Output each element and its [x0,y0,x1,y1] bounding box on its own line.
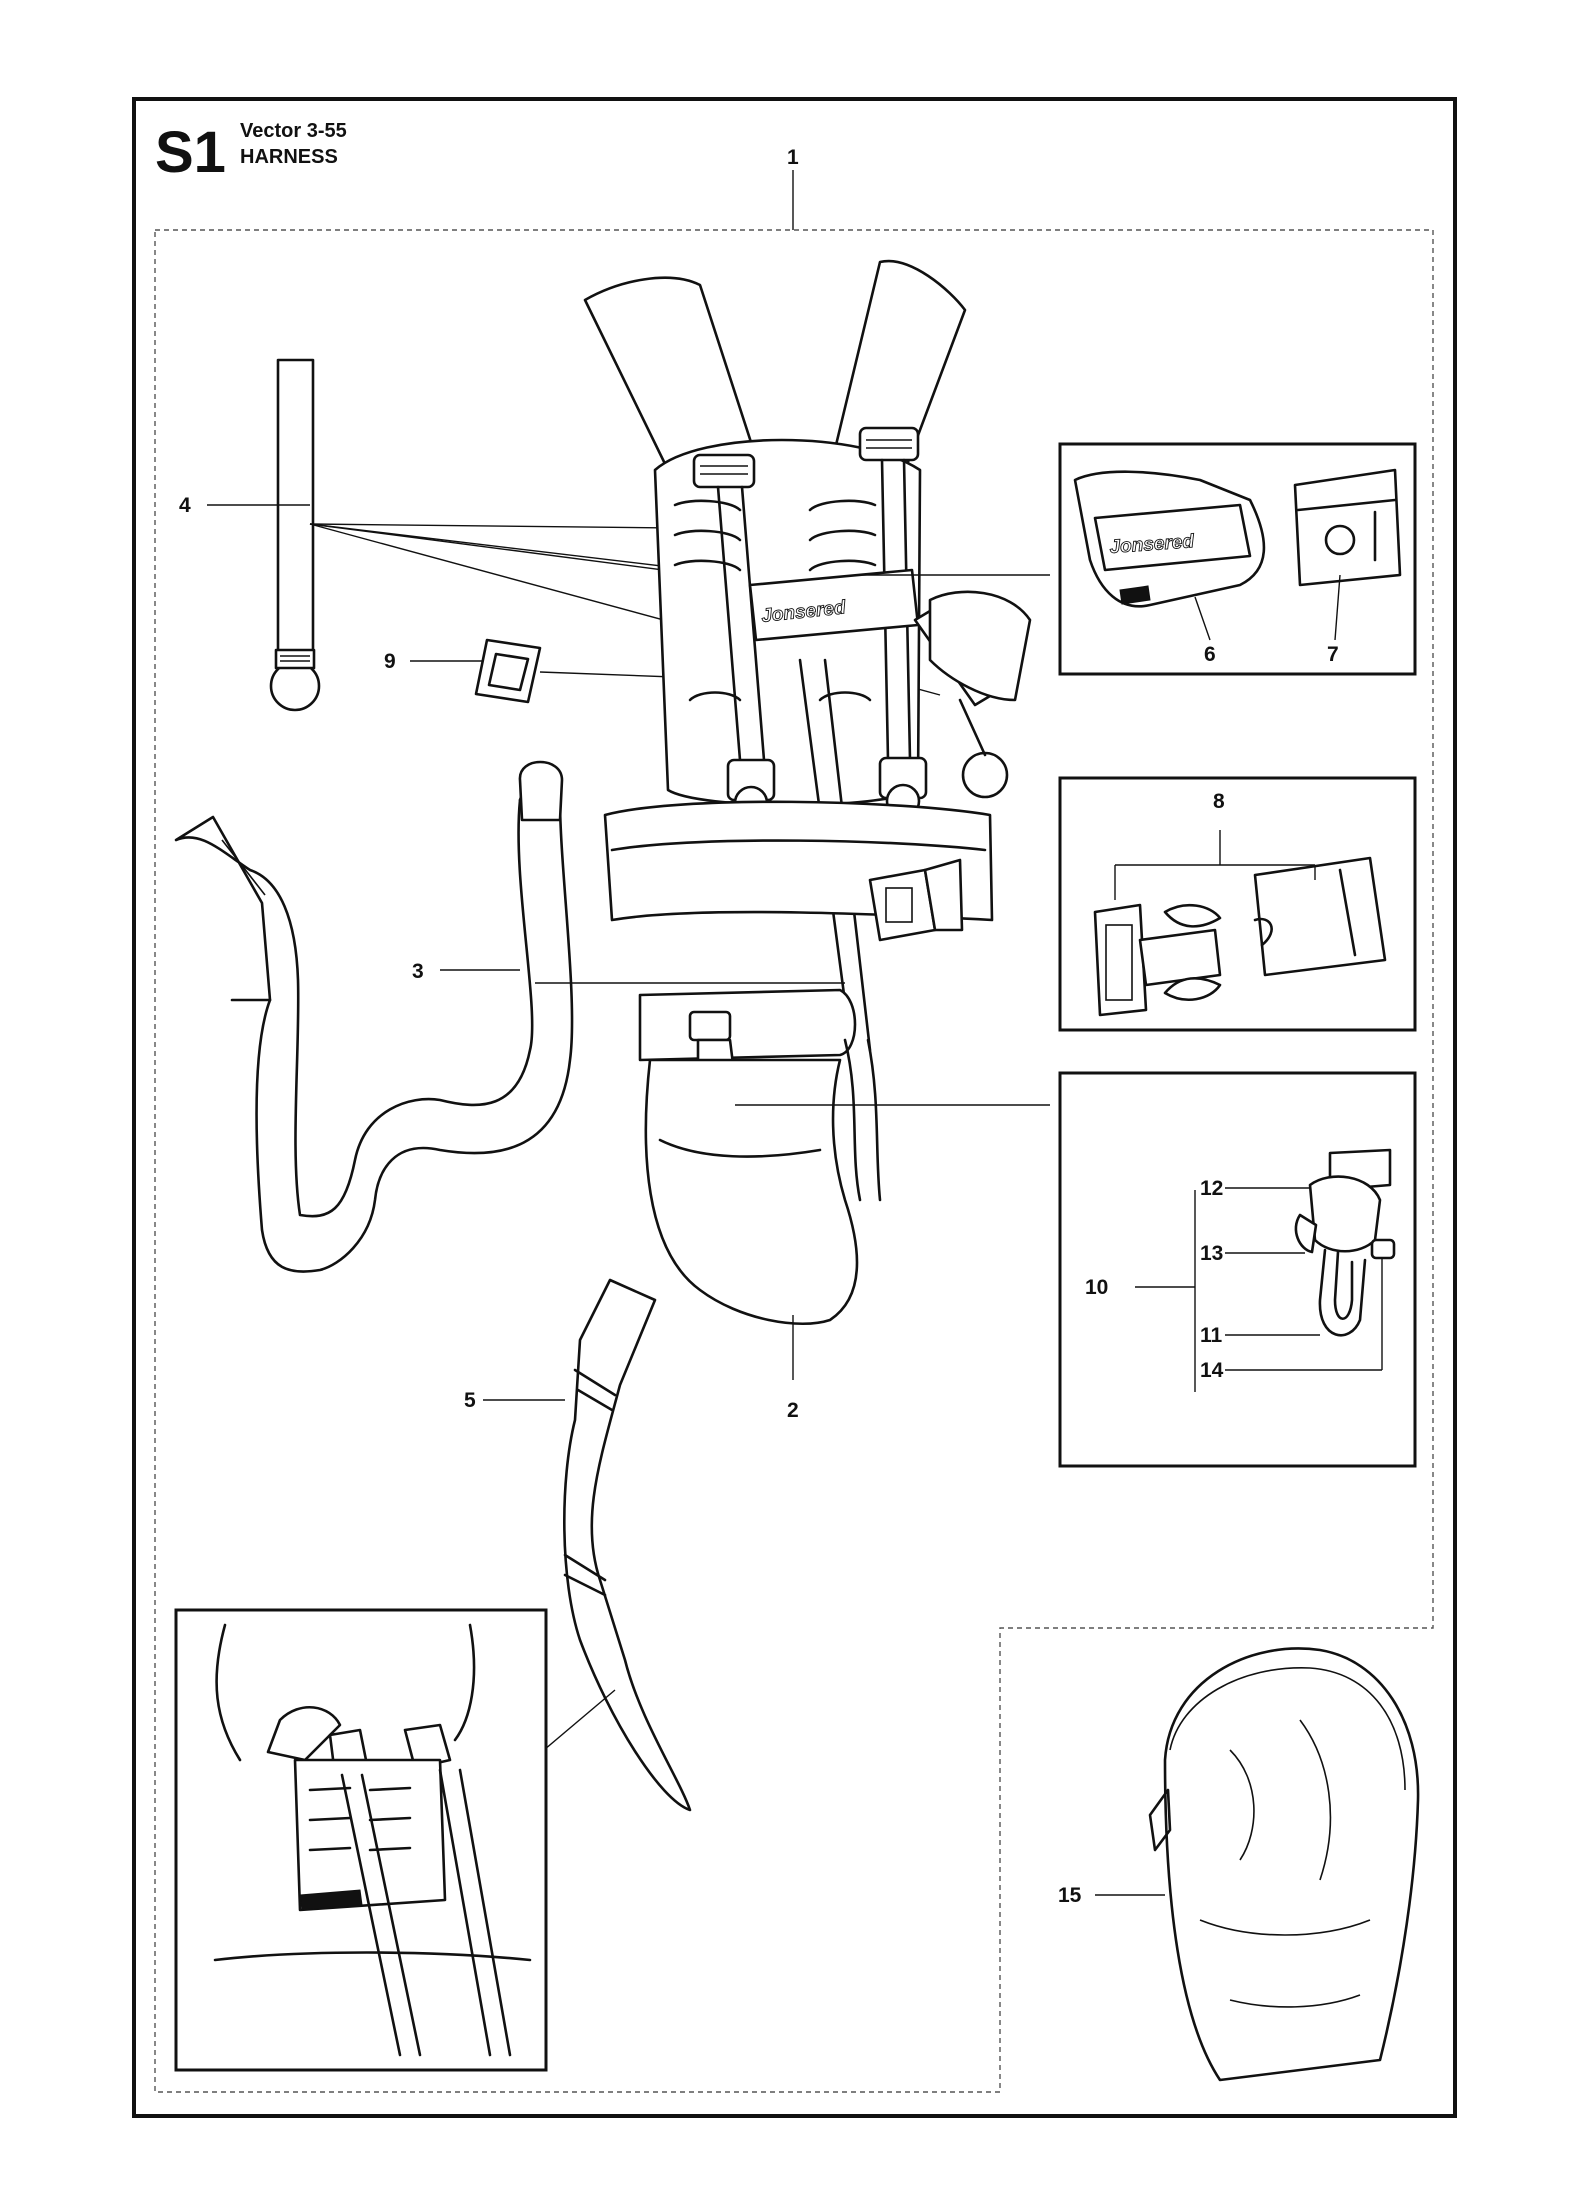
callout-11: 11 [1200,1324,1223,1347]
page-frame [132,97,1457,2118]
kit-boundary [154,229,1434,2093]
callout-8: 8 [1213,790,1225,813]
section-title: HARNESS [240,146,338,168]
part-9-buckle [474,638,542,704]
part-4-strap [269,358,321,712]
callout-3: 3 [412,960,424,983]
detail-box-chest-strap: Jonsered [1058,442,1417,676]
callout-numbers: 1 2 3 4 5 6 7 8 9 10 11 12 13 14 15 [179,146,1339,1907]
callout-6: 6 [1204,643,1216,666]
header: S1 Vector 3-55 HARNESS [155,120,347,185]
hip-support [638,988,857,1062]
callout-15: 15 [1058,1884,1082,1907]
part-3-hip-pad [174,760,574,1273]
detail-box-buckle [1058,776,1417,1032]
callout-1: 1 [787,146,799,169]
right-strap-buckle [858,426,920,462]
callout-9: 9 [384,650,396,673]
callout-4: 4 [179,494,191,517]
callout-2: 2 [787,1399,799,1422]
callout-10: 10 [1085,1276,1108,1299]
left-strap-buckle [692,453,756,489]
belt-buckle [868,868,937,942]
callout-13: 13 [1200,1242,1223,1265]
inset-worn-harness [174,1608,548,2072]
callout-14: 14 [1200,1359,1224,1382]
hip-plate [644,1058,859,1326]
section-code: S1 [155,120,226,185]
model-name: Vector 3-55 [240,120,347,142]
part-5-pad [563,1278,692,1812]
back-vents [673,499,877,702]
main-harness: Jonsered [583,259,1032,1326]
callout-5: 5 [464,1389,476,1412]
callout-7: 7 [1327,643,1339,666]
detail-box-hook [1058,1071,1417,1468]
callout-12: 12 [1200,1177,1223,1200]
part-15-bag [1148,1647,1420,2082]
